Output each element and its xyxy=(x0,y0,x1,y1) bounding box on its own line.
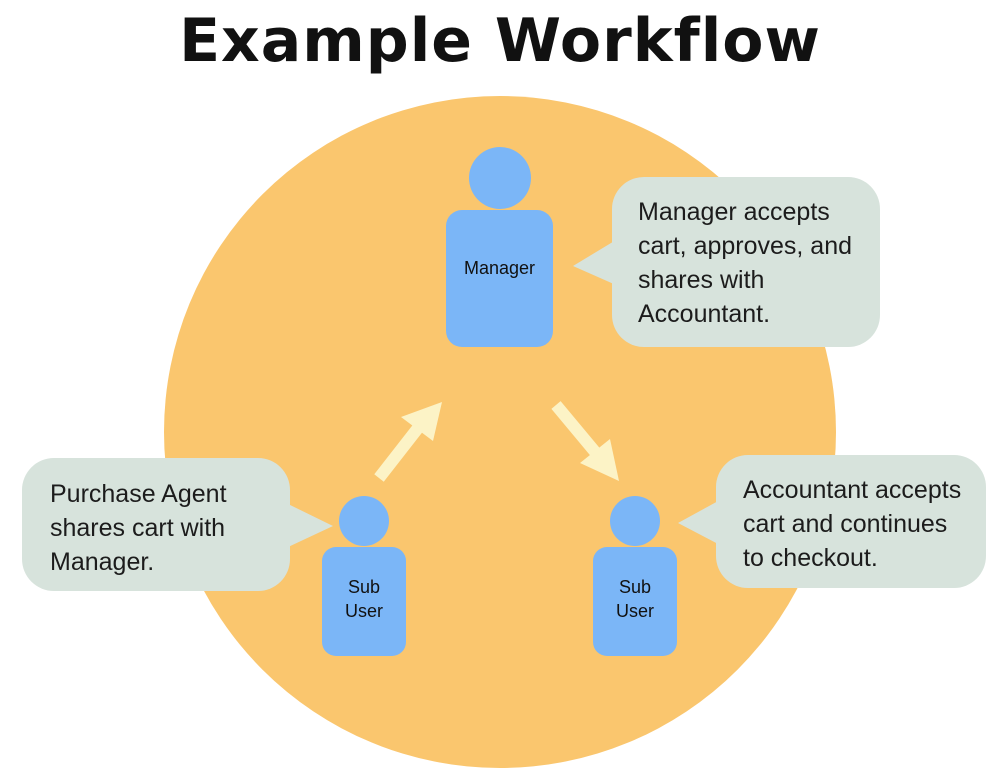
arrow-to-accountant xyxy=(551,401,619,481)
sub-user-right-label: Sub User xyxy=(615,577,654,621)
manager-bubble-text: Manager accepts cart, approves, and shar… xyxy=(638,198,853,328)
sub-user-left-label: Sub User xyxy=(344,577,383,621)
purchase-agent-bubble xyxy=(22,458,333,591)
arrow-to-manager xyxy=(374,402,442,482)
purchase-agent-bubble-text: Purchase Agent shares cart with Manager. xyxy=(50,480,227,576)
accountant-bubble xyxy=(678,455,986,588)
sub-user-left-person-icon xyxy=(322,496,406,656)
accountant-bubble-text: Accountant accepts cart and continues to… xyxy=(743,476,962,572)
sub-user-right-person-icon xyxy=(593,496,677,656)
manager-label: Manager xyxy=(463,258,536,278)
manager-person-icon xyxy=(446,147,553,347)
manager-bubble xyxy=(573,177,880,347)
page-title: Example Workflow xyxy=(179,6,821,76)
